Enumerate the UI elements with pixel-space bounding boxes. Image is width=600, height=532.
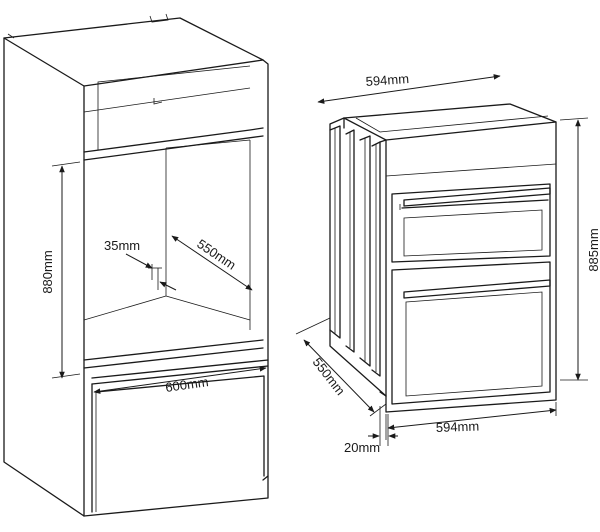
oven-fascia-label: 20mm bbox=[344, 440, 380, 455]
oven-width-top-dimension bbox=[317, 74, 501, 104]
oven-unit bbox=[329, 103, 557, 413]
housing-height-label: 880mm bbox=[40, 250, 55, 293]
oven-depth-label: 550mm bbox=[310, 355, 349, 398]
housing-width-label: 600mm bbox=[164, 374, 209, 395]
housing-height-dimension bbox=[51, 161, 81, 379]
oven-width-bottom-label: 594mm bbox=[436, 418, 480, 435]
oven-height-label: 885mm bbox=[586, 228, 600, 271]
housing-depth-dimension bbox=[171, 235, 253, 291]
oven-depth-dimension bbox=[295, 317, 387, 417]
oven-height-dimension bbox=[559, 117, 589, 381]
housing-gap-label: 35mm bbox=[104, 238, 140, 253]
oven-width-bottom-dimension bbox=[385, 402, 557, 440]
housing-depth-label: 550mm bbox=[194, 236, 238, 273]
oven-width-top-label: 594mm bbox=[365, 71, 409, 89]
housing-width-dimension bbox=[93, 366, 267, 394]
oven-fascia-dimension bbox=[368, 406, 398, 446]
housing-gap-dimension bbox=[125, 253, 177, 291]
